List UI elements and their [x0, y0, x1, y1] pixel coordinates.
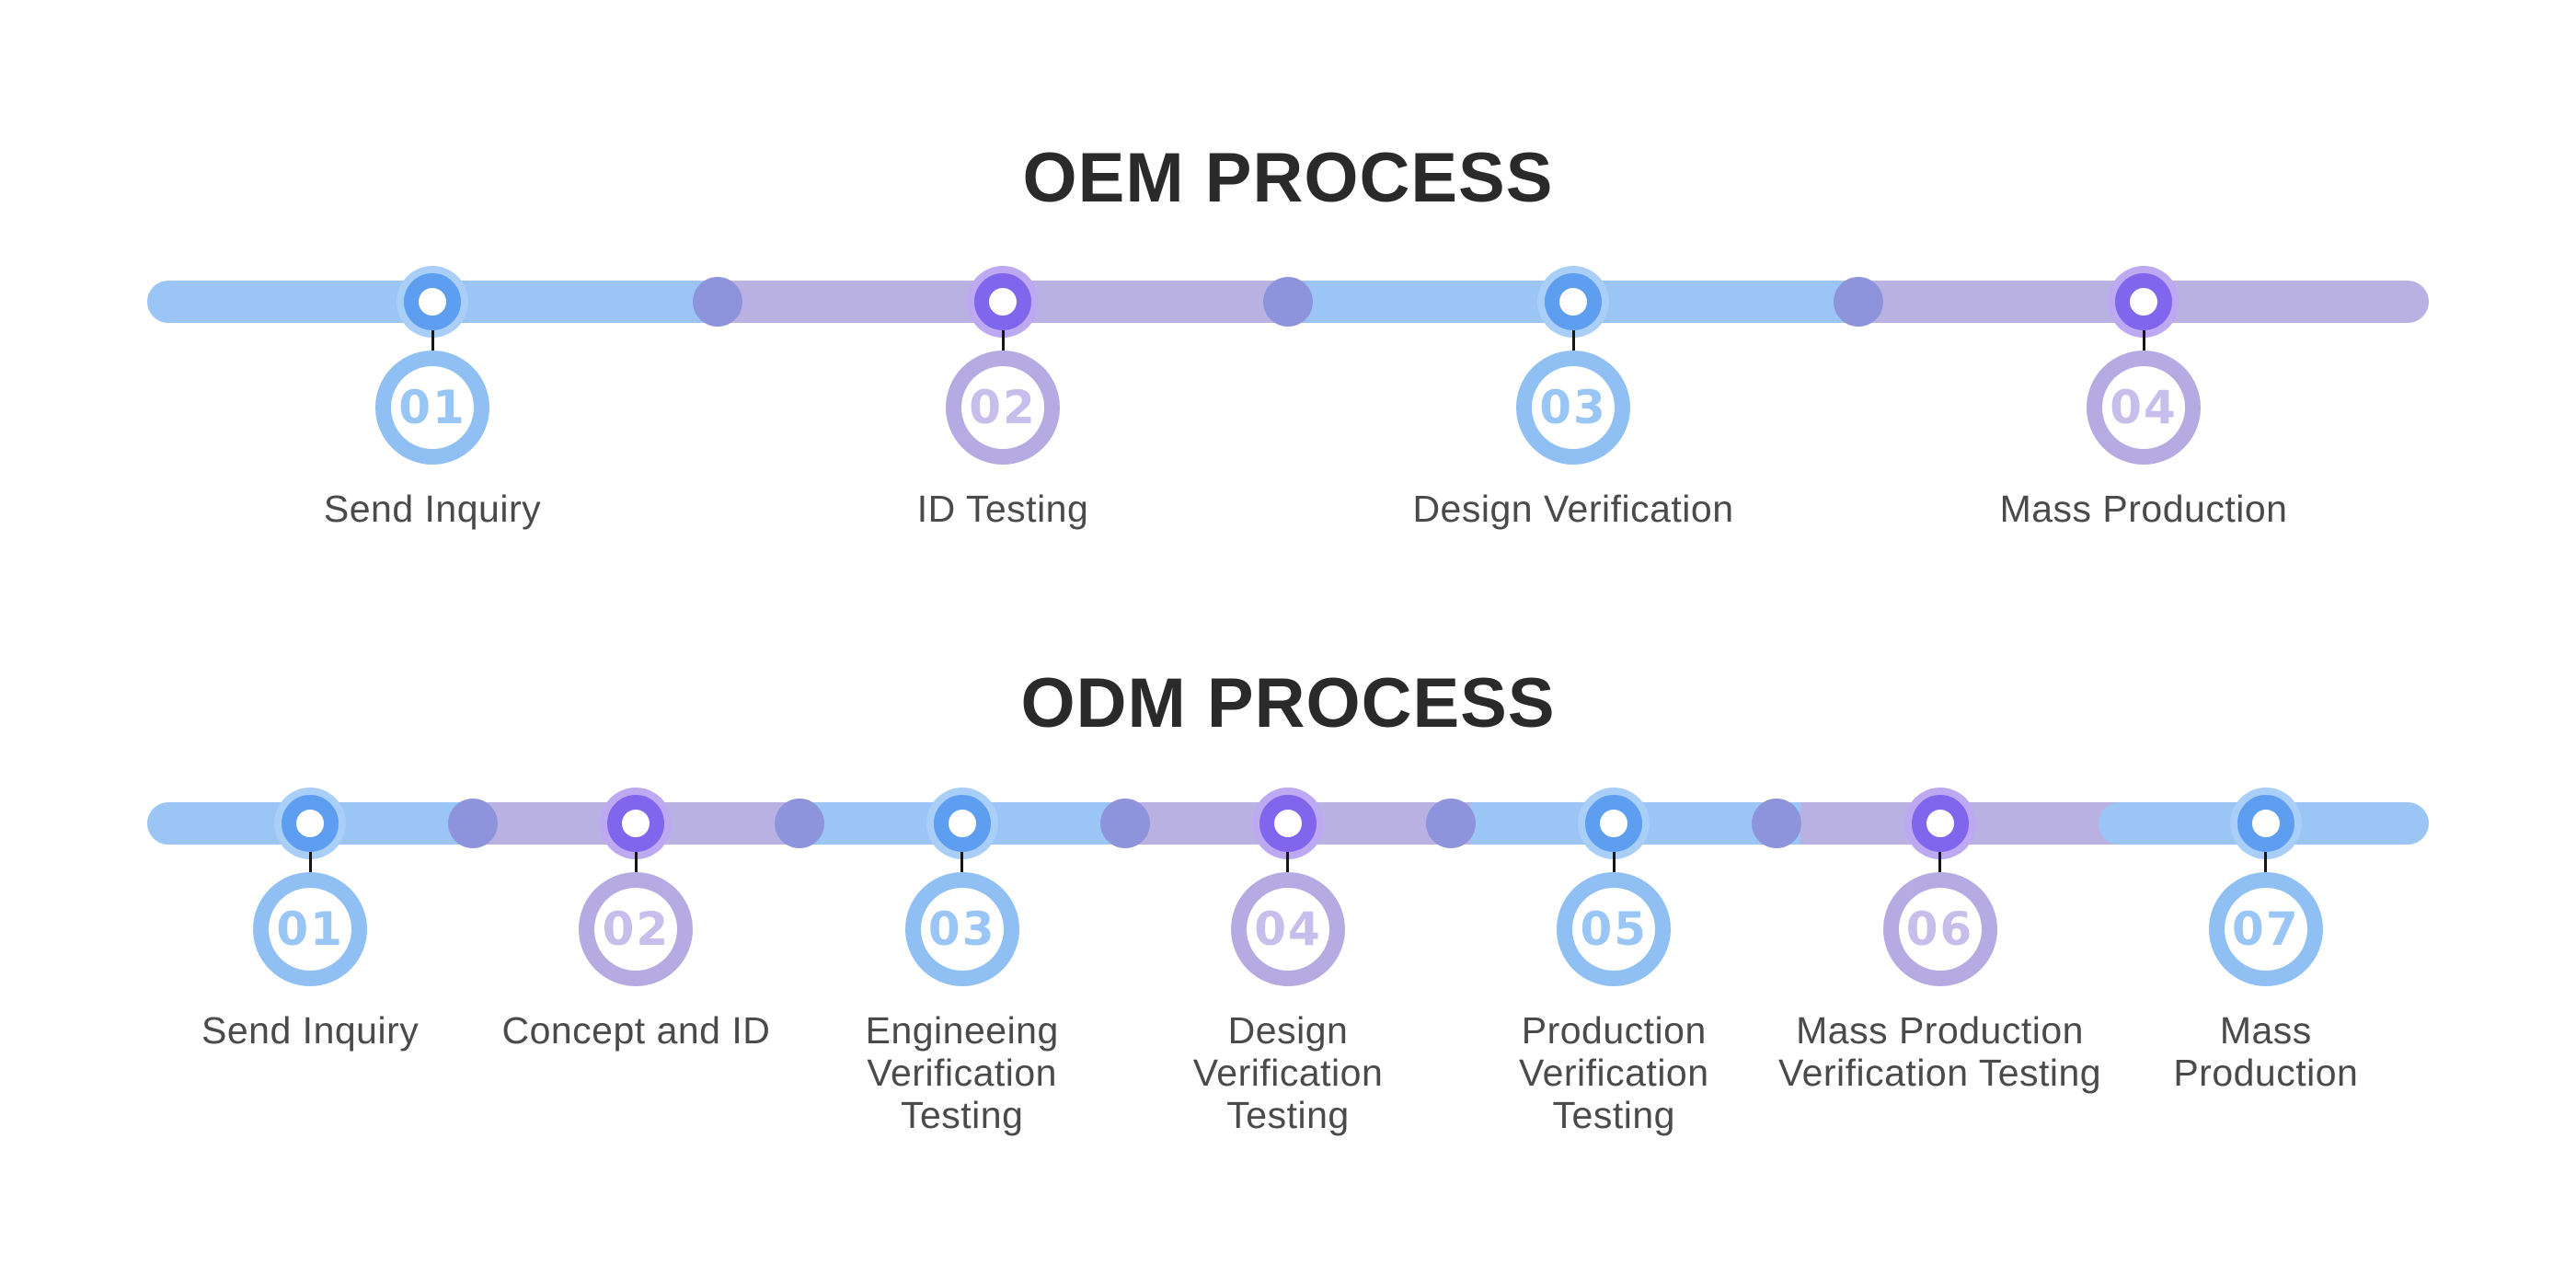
separator-dot	[774, 798, 824, 848]
step-odm-1: 01 Send Inquiry	[147, 794, 473, 1137]
step-number-circle: 04	[1230, 871, 1345, 986]
step-number-circle: 04	[2087, 351, 2201, 466]
step-number: 03	[1539, 381, 1607, 435]
step-label: Send Inquiry	[323, 488, 542, 531]
step-marker-dot	[1259, 794, 1317, 852]
step-label: Mass Production	[1999, 488, 2288, 531]
separator-dot	[1426, 798, 1477, 848]
separator-dot	[693, 277, 742, 328]
step-number-circle: 02	[946, 351, 1060, 466]
connector-line	[308, 851, 312, 872]
odm-timeline: 01 Send Inquiry 02 Concept and ID	[147, 794, 2429, 1137]
step-number-circle: 01	[253, 871, 368, 986]
step-number-circle: 01	[375, 351, 489, 466]
step-marker-dot	[2115, 273, 2172, 331]
step-number: 01	[276, 902, 344, 956]
connector-line	[1571, 330, 1575, 351]
step-number-circle: 05	[1557, 871, 1672, 986]
step-marker-dot	[282, 794, 339, 852]
odm-title: ODM PROCESS	[1020, 664, 1556, 743]
step-number: 05	[1580, 902, 1649, 956]
step-odm-3: 03 Engineeing Verification Testing	[799, 794, 1125, 1137]
separator-dot	[1834, 277, 1883, 328]
connector-line	[1938, 851, 1942, 872]
connector-line	[1001, 330, 1005, 351]
step-label: ID Testing	[916, 488, 1089, 531]
separator-dot	[1263, 277, 1313, 328]
connector-line	[1612, 851, 1616, 872]
oem-timeline: 01 Send Inquiry 02 ID Testing 03	[147, 273, 2429, 531]
odm-steps: 01 Send Inquiry 02 Concept and ID	[147, 794, 2429, 1137]
step-odm-2: 02 Concept and ID	[473, 794, 799, 1137]
step-number: 01	[398, 381, 466, 435]
step-label: Mass Production Verification Testing	[1777, 1008, 2102, 1094]
step-number: 03	[927, 902, 996, 956]
step-number: 06	[1905, 902, 1974, 956]
step-marker-dot	[404, 273, 461, 331]
connector-line	[2264, 851, 2268, 872]
step-label: Engineeing Verification Testing	[865, 1008, 1059, 1136]
step-label: Mass Production	[2173, 1008, 2359, 1094]
step-marker-dot	[607, 794, 665, 852]
step-number: 04	[2110, 381, 2178, 435]
step-oem-3: 03 Design Verification	[1288, 273, 1858, 531]
step-odm-6: 06 Mass Production Verification Testing	[1777, 794, 2102, 1137]
separator-dot	[1752, 798, 1802, 848]
connector-line	[431, 330, 434, 351]
step-number: 07	[2232, 902, 2300, 956]
step-number-circle: 07	[2208, 871, 2323, 986]
step-marker-dot	[2237, 794, 2294, 852]
step-odm-5: 05 Production Verification Testing	[1451, 794, 1777, 1137]
connector-line	[634, 851, 638, 872]
step-label: Send Inquiry	[201, 1008, 420, 1052]
step-number: 02	[969, 381, 1037, 435]
step-oem-2: 02 ID Testing	[718, 273, 1288, 531]
step-number: 02	[602, 902, 671, 956]
step-label: Design Verification	[1412, 488, 1734, 531]
step-number-circle: 02	[579, 871, 694, 986]
step-number-circle: 03	[1516, 351, 1630, 466]
step-odm-7: 07 Mass Production	[2103, 794, 2429, 1137]
oem-process-section: OEM PROCESS 01	[0, 0, 2576, 531]
step-marker-dot	[1545, 273, 1602, 331]
connector-line	[960, 851, 964, 872]
separator-dot	[448, 798, 499, 848]
step-label: Production Verification Testing	[1518, 1008, 1709, 1136]
step-marker-dot	[1911, 794, 1969, 852]
step-number-circle: 03	[904, 871, 1019, 986]
oem-steps: 01 Send Inquiry 02 ID Testing 03	[147, 273, 2429, 531]
step-label: Concept and ID	[501, 1008, 771, 1052]
odm-process-section: ODM PROCESS	[0, 531, 2576, 1136]
separator-dot	[1099, 798, 1150, 848]
step-oem-4: 04 Mass Production	[1858, 273, 2429, 531]
step-marker-dot	[933, 794, 991, 852]
oem-title: OEM PROCESS	[1022, 139, 1554, 217]
step-number-circle: 06	[1882, 871, 1997, 986]
connector-line	[1286, 851, 1290, 872]
step-odm-4: 04 Design Verification Testing	[1125, 794, 1451, 1137]
step-oem-1: 01 Send Inquiry	[147, 273, 718, 531]
step-marker-dot	[1585, 794, 1643, 852]
step-number: 04	[1254, 902, 1322, 956]
step-marker-dot	[974, 273, 1031, 331]
connector-line	[2142, 330, 2145, 351]
step-label: Design Verification Testing	[1192, 1008, 1384, 1136]
